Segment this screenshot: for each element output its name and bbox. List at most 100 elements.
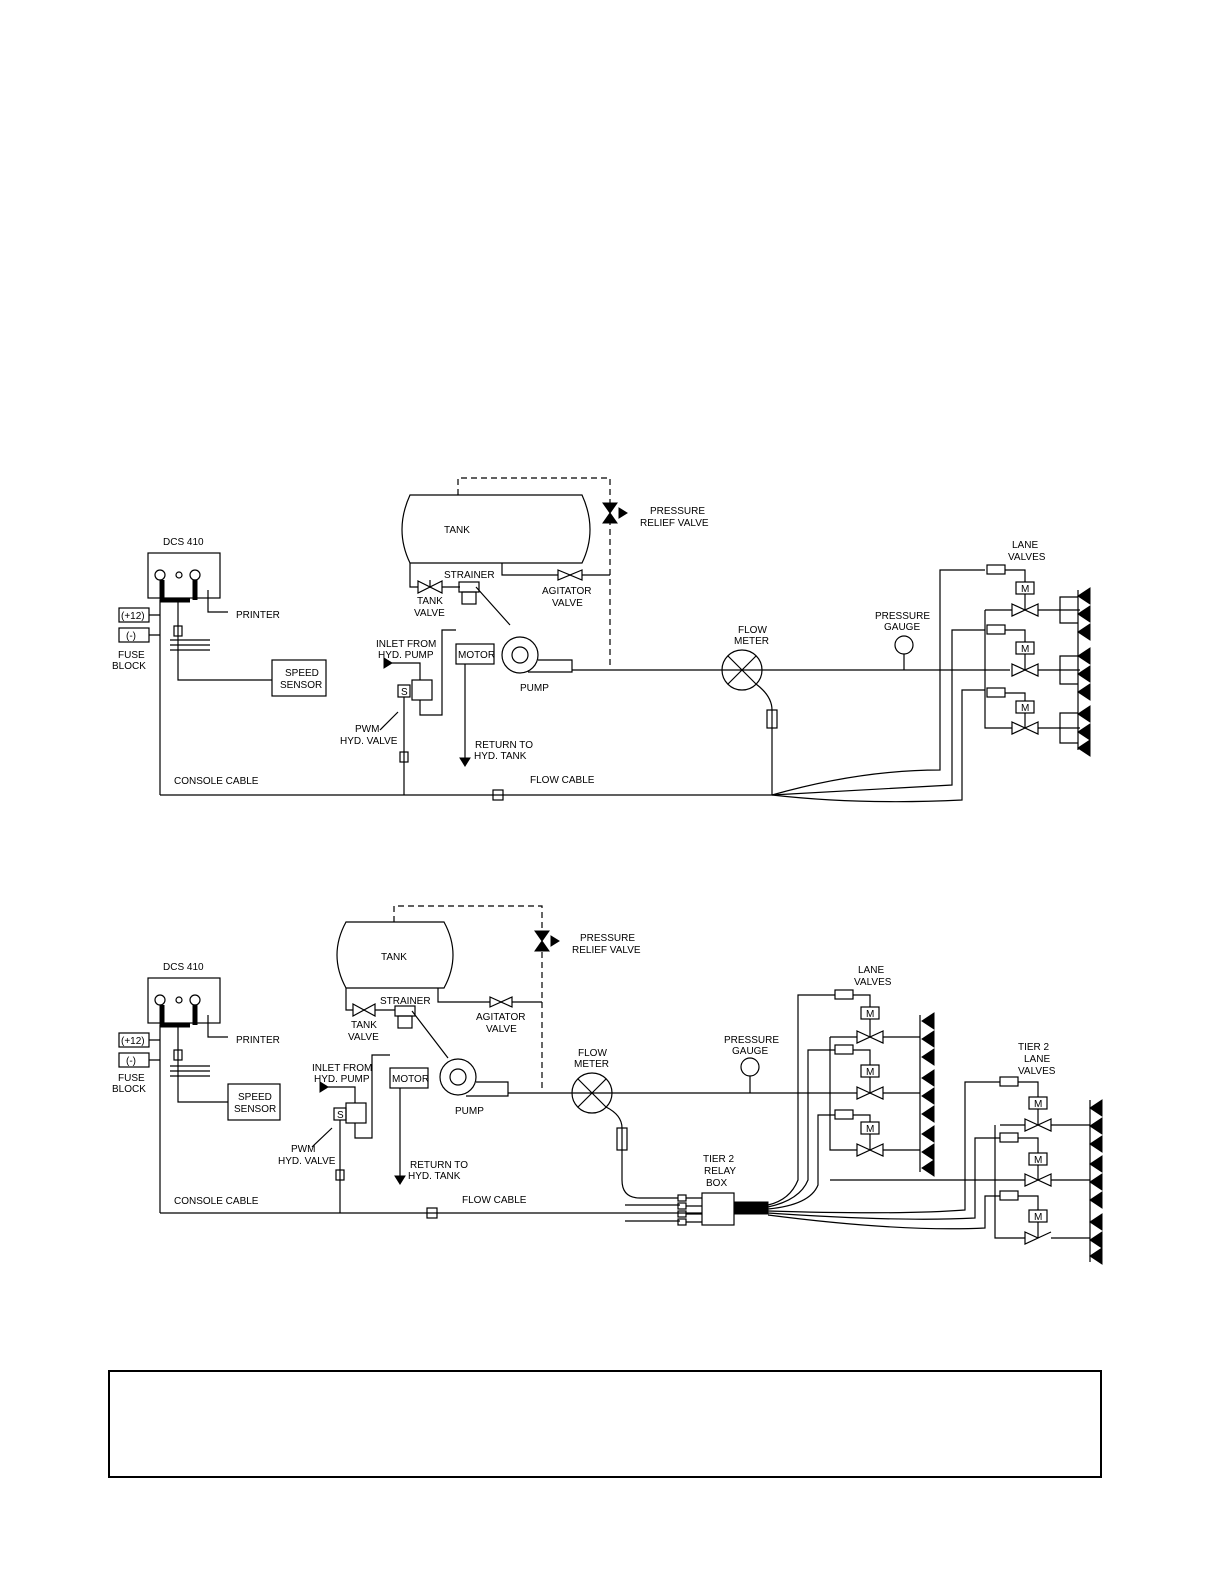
power-leads: [170, 639, 210, 651]
console-label: DCS 410: [163, 962, 204, 973]
flow-meter-cross: [577, 1078, 607, 1108]
agitator-label-1: AGITATOR: [542, 586, 591, 597]
pwm-label-1: PWM: [355, 724, 379, 735]
nozzle-icon: [1077, 623, 1091, 641]
tier2-nozzle-column: [1089, 1099, 1103, 1265]
nozzle-icon: [1089, 1247, 1103, 1265]
nozzle-icon: [921, 1125, 935, 1143]
valve-motor-label: M: [866, 1067, 874, 1078]
diagram-tier2-system: DCS 410 PRINTER (+12) (-) FUSE BLOCK SPE…: [112, 905, 1103, 1265]
flow-cable-label: FLOW CABLE: [530, 775, 595, 786]
relief-label-2: RELIEF VALVE: [572, 945, 641, 956]
lane-cable-2: [767, 1049, 835, 1208]
nozzle-icon: [921, 1105, 935, 1123]
tier2-cable-1: [767, 1081, 1000, 1214]
strainer-bowl: [461, 591, 477, 605]
valve-wire: [1018, 1195, 1039, 1210]
fuse-block-label-2: BLOCK: [112, 1084, 146, 1095]
valve-motor-label: M: [1034, 1099, 1042, 1110]
flow-meter-icon: [721, 649, 763, 691]
lane-cable-1: [771, 569, 985, 796]
tier2-lane-label-1: TIER 2: [1018, 1042, 1050, 1053]
fuse-minus-label: (-): [126, 631, 136, 642]
tier2-lane-label-2: LANE: [1024, 1054, 1050, 1065]
pwm-label-1: PWM: [291, 1144, 315, 1155]
flow-meter-label-2: METER: [574, 1059, 609, 1070]
console-port-icon: [175, 571, 183, 579]
strainer-label: STRAINER: [444, 570, 495, 581]
relay-leads: [686, 1197, 702, 1223]
fuse-block-label-1: FUSE: [118, 1073, 145, 1084]
tank-label: TANK: [444, 525, 470, 536]
valve-motor-label: M: [1034, 1212, 1042, 1223]
flow-cable-label: FLOW CABLE: [462, 1195, 527, 1206]
power-leads: [170, 1065, 210, 1077]
relief-return-line: [393, 905, 543, 1092]
speed-sensor-lead: [177, 1025, 228, 1103]
relay-box: [701, 1192, 735, 1226]
arrow-icon: [383, 657, 393, 669]
nozzle-icon: [1089, 1213, 1103, 1231]
pwm-valve-icon: [411, 679, 433, 701]
valve-motor-label: M: [1021, 584, 1029, 595]
hydraulic-lines: [328, 1054, 390, 1139]
connector-icon: [986, 564, 1006, 575]
fuse-block-label-1: FUSE: [118, 650, 145, 661]
nozzle-icon: [1089, 1191, 1103, 1209]
lane-valve-3: M: [829, 1037, 1035, 1181]
arrow-icon: [319, 1081, 329, 1093]
inlet-label-2: HYD. PUMP: [378, 650, 434, 661]
agitator-valve-icon: [557, 569, 583, 581]
lane-cable-2: [771, 629, 985, 796]
pressure-gauge-icon: [740, 1057, 760, 1077]
diagram-standard-system: DCS 410 PRINTER (+12) (-) FUSE BLOCK SPE…: [112, 477, 1091, 803]
valve-wire: [1005, 629, 1026, 642]
connector-icon: [677, 1210, 687, 1218]
tank-shape: [401, 494, 591, 564]
relief-valve-icon: [534, 930, 550, 952]
strainer-to-pump: [411, 1010, 449, 1059]
nozzle-column: [921, 1012, 935, 1177]
pwm-leader: [311, 1127, 333, 1148]
connector-icon: [834, 1044, 854, 1055]
console-port-icon: [154, 994, 166, 1006]
relay-label-1: TIER 2: [703, 1154, 735, 1165]
valve-wire: [1005, 692, 1026, 701]
inlet-label-2: HYD. PUMP: [314, 1074, 370, 1085]
solenoid-label: S: [401, 687, 408, 698]
lane-valve-1: M: [985, 564, 1080, 624]
connector-icon: [999, 1076, 1019, 1087]
arrow-icon: [550, 935, 560, 947]
relay-label-2: RELAY: [704, 1166, 736, 1177]
nozzle-icon: [1077, 723, 1091, 741]
lane-valve-2: M: [834, 1044, 884, 1100]
tier2-cable-3: [767, 1195, 1000, 1230]
nozzle-column: [1077, 587, 1091, 757]
motor-box: [455, 643, 495, 665]
printer-lead: [207, 1015, 228, 1038]
relief-return-line: [457, 477, 611, 665]
agitator-label-2: VALVE: [486, 1024, 517, 1035]
pwm-label-2: HYD. VALVE: [340, 736, 398, 747]
pressure-gauge-icon: [894, 635, 914, 655]
lane-cable-1: [767, 994, 835, 1206]
lane-cable-3: [771, 689, 985, 803]
nozzle-icon: [1077, 587, 1091, 605]
connector-icon: [834, 1109, 854, 1120]
tank-valve-label-1: TANK: [417, 596, 443, 607]
pump-icon: [501, 636, 539, 674]
connector-icon: [492, 789, 504, 801]
tank-valve-label-2: VALVE: [414, 608, 445, 619]
arrow-icon: [459, 757, 471, 767]
motor-label: MOTOR: [392, 1074, 429, 1085]
console-port-icon: [189, 569, 201, 581]
nozzle-icon: [921, 1087, 935, 1105]
pump-impeller: [449, 1068, 467, 1086]
pwm-valve-icon: [345, 1102, 367, 1124]
pump-label: PUMP: [455, 1106, 484, 1117]
lane-valves-label-2: VALVES: [1008, 552, 1046, 563]
inlet-label-1: INLET FROM: [376, 639, 436, 650]
lane-valve-1: M: [830, 989, 920, 1044]
strainer-label: STRAINER: [380, 996, 431, 1007]
